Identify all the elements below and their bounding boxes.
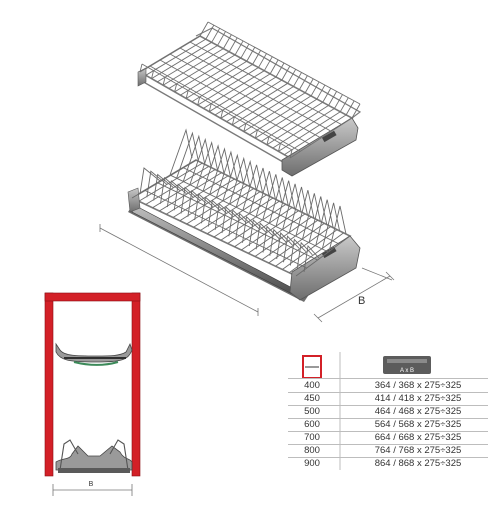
rack-size-cell: 664 / 668 x 275÷325 (374, 432, 462, 443)
cabinet-front-icon (302, 355, 322, 379)
cabinet-section (44, 292, 141, 496)
rack-size-cell: 464 / 468 x 275÷325 (374, 406, 462, 417)
dimension-b-label: B (358, 295, 365, 307)
cabinet-width-cell: 400 (304, 380, 320, 391)
top-shelf (137, 21, 362, 177)
table-row: 400 364 / 368 x 275÷325 (288, 380, 488, 392)
cabinet-width-cell: 450 (304, 393, 320, 404)
cabinet-width-cell: 800 (304, 445, 320, 456)
rack-size-cell: 414 / 418 x 275÷325 (374, 393, 462, 404)
rack-size-cell: 864 / 868 x 275÷325 (374, 458, 462, 469)
cabinet-width-cell: 900 (304, 458, 320, 469)
table-row: 900 864 / 868 x 275÷325 (288, 458, 488, 470)
dimension-b-line (99, 224, 395, 323)
cabinet-width-cell: 600 (304, 419, 320, 430)
table-header-rule (288, 378, 488, 379)
rack-size-label: A x B (400, 368, 414, 374)
cabinet-width-cell: 700 (304, 432, 320, 443)
table-row: 800 764 / 768 x 275÷325 (288, 445, 488, 457)
rack-size-cell: 364 / 368 x 275÷325 (374, 380, 462, 391)
table-row: 700 664 / 668 x 275÷325 (288, 432, 488, 444)
rack-size-icon (383, 356, 431, 374)
table-row: 500 464 / 468 x 275÷325 (288, 406, 488, 418)
rack-size-cell: 764 / 768 x 275÷325 (374, 445, 462, 456)
bottom-shelf (127, 128, 361, 302)
rack-size-cell: 564 / 568 x 275÷325 (374, 419, 462, 430)
table-row: 450 414 / 418 x 275÷325 (288, 393, 488, 405)
cabinet-width-cell: 500 (304, 406, 320, 417)
section-dimension-label: B (89, 481, 94, 488)
table-row: 600 564 / 568 x 275÷325 (288, 419, 488, 431)
